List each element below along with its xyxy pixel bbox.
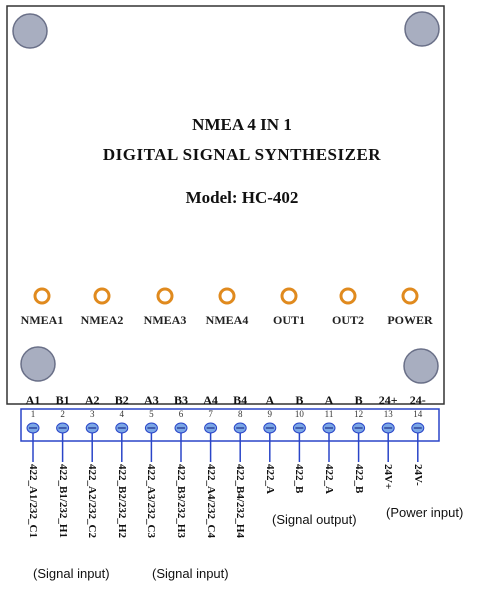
mount-hole-bottom-left <box>20 346 56 382</box>
led-label-power: POWER <box>387 313 433 327</box>
wire-label-11: 422_A <box>323 464 335 494</box>
terminal-number-7: 7 <box>208 409 213 419</box>
terminal-label-9: A <box>265 393 275 407</box>
note-signal-input-1: (Signal input) <box>33 566 110 581</box>
wire-label-13: 24V+ <box>382 464 395 490</box>
board-outline <box>6 5 445 405</box>
led-label-out1: OUT1 <box>272 313 305 327</box>
led-nmea2 <box>93 287 111 305</box>
terminal-label-3: A2 <box>84 393 100 407</box>
terminal-number-6: 6 <box>178 409 184 419</box>
terminal-number-11: 11 <box>324 409 334 419</box>
wire-label-3: 422_A2/232_C2 <box>86 464 99 538</box>
terminal-label-11: A <box>324 393 334 407</box>
terminal-label-10: B <box>295 393 304 407</box>
terminal-number-4: 4 <box>119 409 125 419</box>
note-signal-input-2: (Signal input) <box>152 566 229 581</box>
model-label: Model: HC-402 <box>185 188 299 207</box>
wire-label-10: 422_B <box>293 464 306 494</box>
terminal-label-13: 24+ <box>378 393 398 407</box>
led-label-out2: OUT2 <box>331 313 364 327</box>
wire-label-8: 422_B4/232_H4 <box>234 464 247 538</box>
terminal-number-3: 3 <box>89 409 95 419</box>
led-label-nmea1: NMEA1 <box>20 313 64 327</box>
terminal-label-2: B1 <box>55 393 70 407</box>
terminal-number-8: 8 <box>237 409 243 419</box>
wire-label-9: 422_A <box>263 464 276 494</box>
led-power <box>401 287 419 305</box>
led-out2 <box>339 287 357 305</box>
wire-label-7: 422_A4/232_C4 <box>204 464 217 538</box>
wire-label-4: 422_B2/232_H2 <box>115 464 128 538</box>
terminal-label-1: A1 <box>25 393 41 407</box>
terminal-number-5: 5 <box>149 409 154 419</box>
title-line-1: NMEA 4 IN 1 <box>192 115 292 134</box>
mount-hole-bottom-right <box>403 348 439 384</box>
led-label-nmea3: NMEA3 <box>143 313 187 327</box>
wire-label-5: 422_A3/232_C3 <box>145 464 158 538</box>
terminal-number-12: 12 <box>354 409 364 419</box>
led-nmea3 <box>156 287 174 305</box>
wire-label-14: 24V- <box>411 464 424 486</box>
terminal-label-12: B <box>354 393 363 407</box>
terminal-label-14: 24- <box>409 393 426 407</box>
wire-label-12: 422_B <box>352 464 365 494</box>
led-label-nmea2: NMEA2 <box>80 313 124 327</box>
terminal-number-1: 1 <box>30 409 36 419</box>
terminal-label-4: B2 <box>114 393 129 407</box>
terminal-label-7: A4 <box>203 393 218 407</box>
note-power-input: (Power input) <box>386 505 464 520</box>
wire-label-2: 422_B1/232_H1 <box>56 464 69 538</box>
led-label-nmea4: NMEA4 <box>205 313 249 327</box>
led-out1 <box>280 287 298 305</box>
title-line-2: DIGITAL SIGNAL SYNTHESIZER <box>102 145 382 164</box>
wire-label-1: 422_A1/232_C1 <box>27 464 39 538</box>
note-signal-output: (Signal output) <box>272 512 357 527</box>
terminal-label-6: B3 <box>173 393 188 407</box>
led-nmea4 <box>218 287 236 305</box>
terminal-number-2: 2 <box>60 409 65 419</box>
wire-label-6: 422_B3/232_H3 <box>175 464 187 538</box>
terminal-number-14: 14 <box>413 409 423 419</box>
terminal-number-13: 13 <box>383 409 393 419</box>
terminal-label-8: B4 <box>233 393 248 407</box>
terminal-number-9: 9 <box>267 409 273 419</box>
led-nmea1 <box>33 287 51 305</box>
terminal-label-5: A3 <box>144 393 159 407</box>
terminal-number-10: 10 <box>294 409 304 419</box>
mount-hole-top-left <box>12 13 48 49</box>
mount-hole-top-right <box>404 11 440 47</box>
